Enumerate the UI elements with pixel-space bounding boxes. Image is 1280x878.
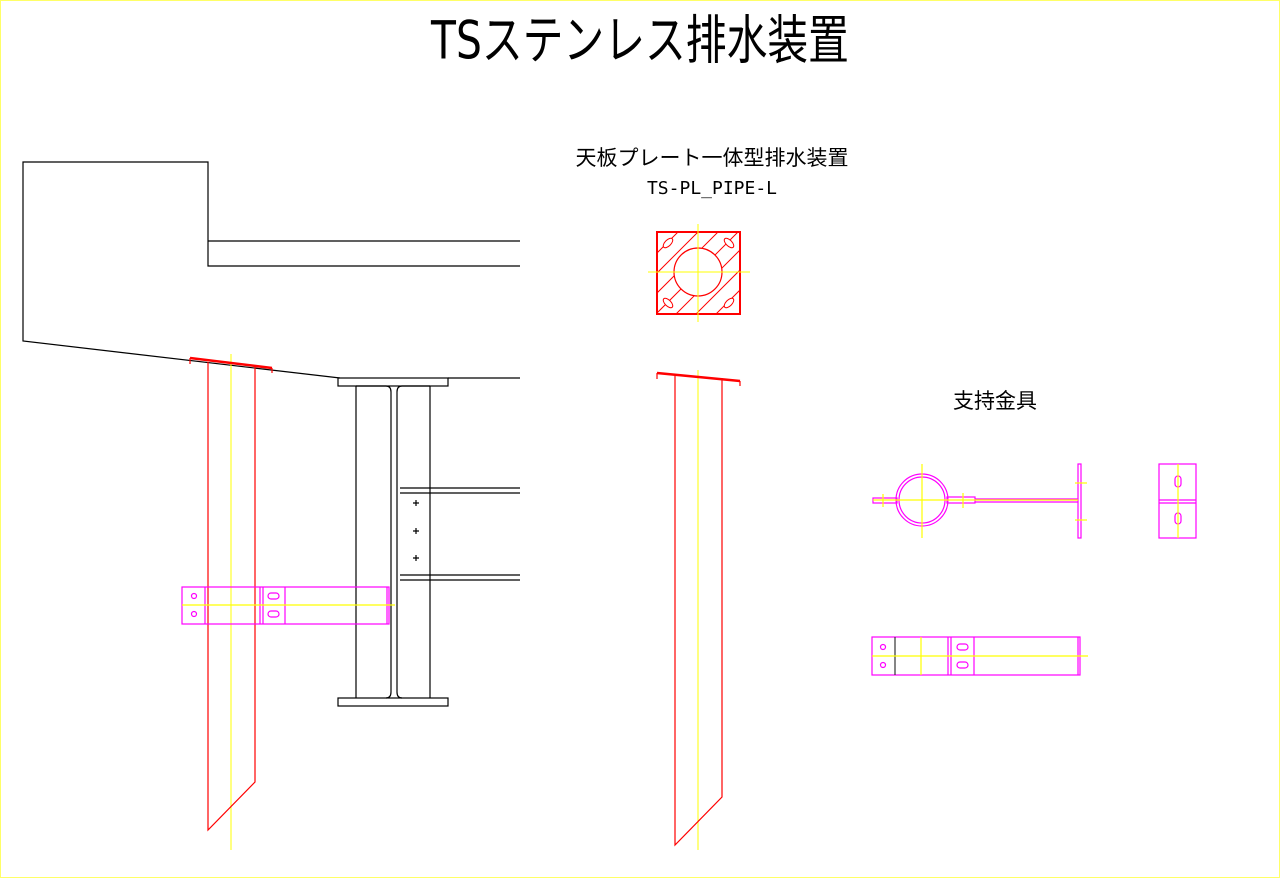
installed-drain-pipe	[189, 354, 273, 850]
installed-bracket	[181, 586, 395, 625]
bracket-side-view	[1158, 463, 1197, 539]
bracket-title: 支持金具	[953, 389, 1037, 413]
product-name: 天板プレート一体型排水装置	[576, 146, 849, 170]
bracket-plan-view	[871, 636, 1088, 676]
deck-section	[22, 161, 520, 379]
drawing-title: TSステンレス排水装置	[430, 10, 849, 72]
bracket-front-view	[872, 463, 1087, 539]
top-plate-plan	[648, 224, 750, 322]
product-code: TS-PL_PIPE-L	[647, 178, 777, 199]
i-beam	[337, 377, 520, 707]
drain-pipe-elevation	[656, 370, 741, 850]
